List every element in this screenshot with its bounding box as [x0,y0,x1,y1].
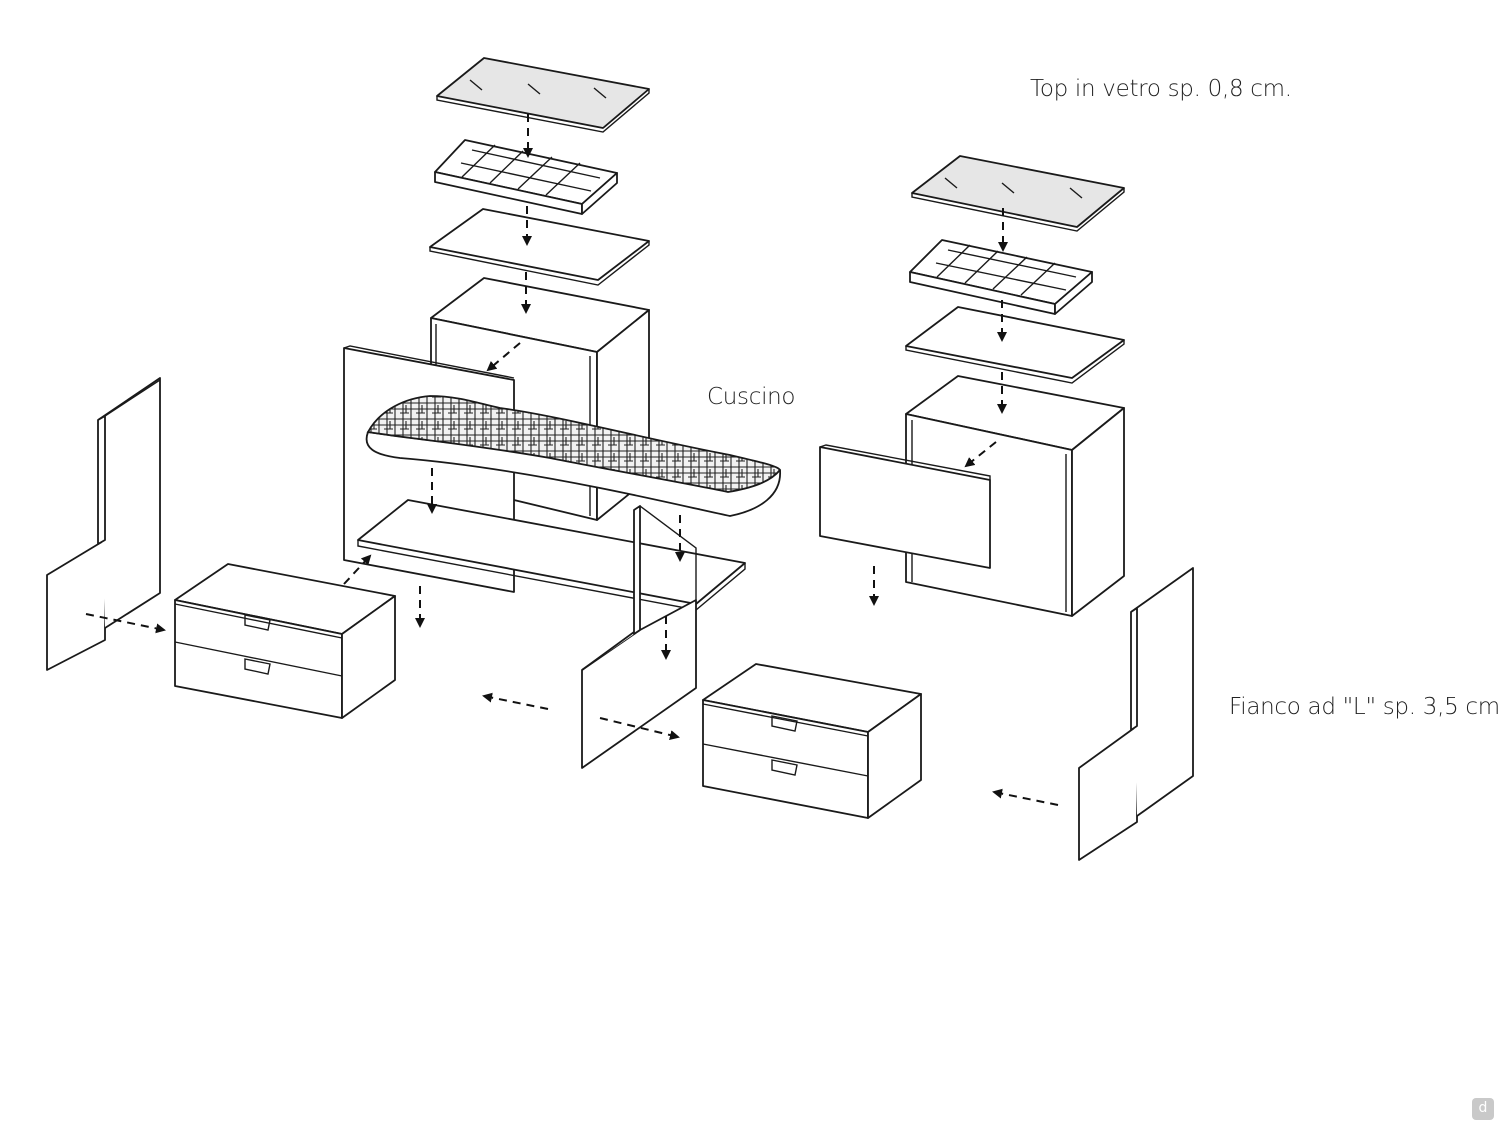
drawer-unit-center [702,663,922,819]
shelf-panel-left [429,208,650,286]
assembly-arrows [85,114,1059,806]
cushion-label: Cuscino [707,384,796,410]
l-side-panel-left [46,377,161,671]
l-side-label: Fianco ad "L" sp. 3,5 cm. [1229,694,1500,720]
drawer-organizer-left [434,139,618,215]
watermark-logo: d [1472,1098,1494,1120]
drawer-unit-left [174,563,396,719]
shelf-panel-right [905,306,1125,384]
l-side-panel-center [581,505,697,769]
door-panel-right [819,444,991,569]
cushion [365,395,782,517]
l-side-panel-right [1078,567,1194,861]
drawer-organizer-right [909,239,1093,315]
glass-top-right [911,155,1125,232]
cabinet-right [905,375,1125,617]
glass-top-left [436,57,650,133]
glass-top-label: Top in vetro sp. 0,8 cm. [1030,76,1292,102]
